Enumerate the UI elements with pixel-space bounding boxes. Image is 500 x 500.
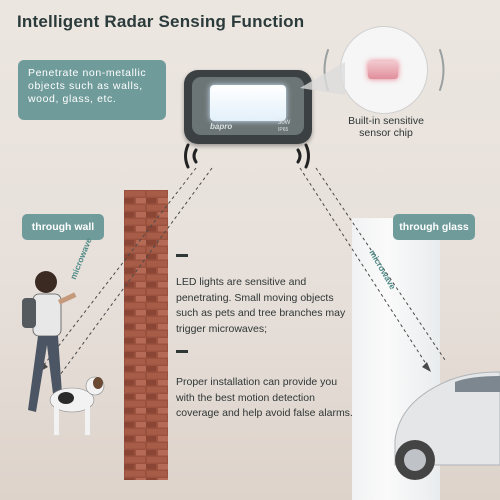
wave-icon-right-2	[296, 148, 302, 164]
beam-left-1	[39, 167, 197, 371]
callout-text: Penetrate non-metallic objects such as w…	[28, 67, 147, 105]
zoom-leader	[300, 62, 345, 95]
beam-right-2	[315, 167, 446, 361]
divider-2	[176, 350, 188, 353]
light-frame: bapro 30W IP65	[192, 77, 304, 135]
beam-right-1	[299, 167, 431, 371]
led-panel	[210, 85, 286, 121]
beam-left-2	[59, 167, 213, 376]
sensor-wave-right	[439, 49, 445, 91]
penetration-callout: Penetrate non-metallic objects such as w…	[18, 60, 166, 120]
sensor-chip	[368, 61, 398, 79]
description-text-2: Proper installation can provide you with…	[176, 376, 353, 419]
car-icon	[394, 371, 500, 480]
beam-arrow-right	[422, 362, 431, 372]
wave-icon-left-1	[184, 143, 190, 169]
brick-wall	[124, 190, 168, 480]
description-text-1: LED lights are sensitive and penetrating…	[176, 276, 346, 335]
wave-icon-right-1	[304, 143, 310, 169]
wattage-label: 30W	[278, 120, 291, 126]
wave-icon-left-2	[192, 148, 198, 164]
brick-pattern	[124, 190, 168, 480]
through-glass-tag: through glass	[393, 214, 475, 240]
sensor-zoom-circle	[341, 27, 427, 113]
through-wall-tag: through wall	[22, 214, 104, 240]
flood-light: bapro 30W IP65	[184, 70, 312, 144]
brand-logo: bapro	[210, 122, 233, 131]
ip-rating-label: IP65	[278, 127, 289, 133]
sensor-label: Built-in sensitive sensor chip	[348, 115, 424, 139]
dog-icon	[49, 376, 105, 435]
page-title: Intelligent Radar Sensing Function	[17, 12, 305, 31]
divider-1	[176, 254, 188, 257]
